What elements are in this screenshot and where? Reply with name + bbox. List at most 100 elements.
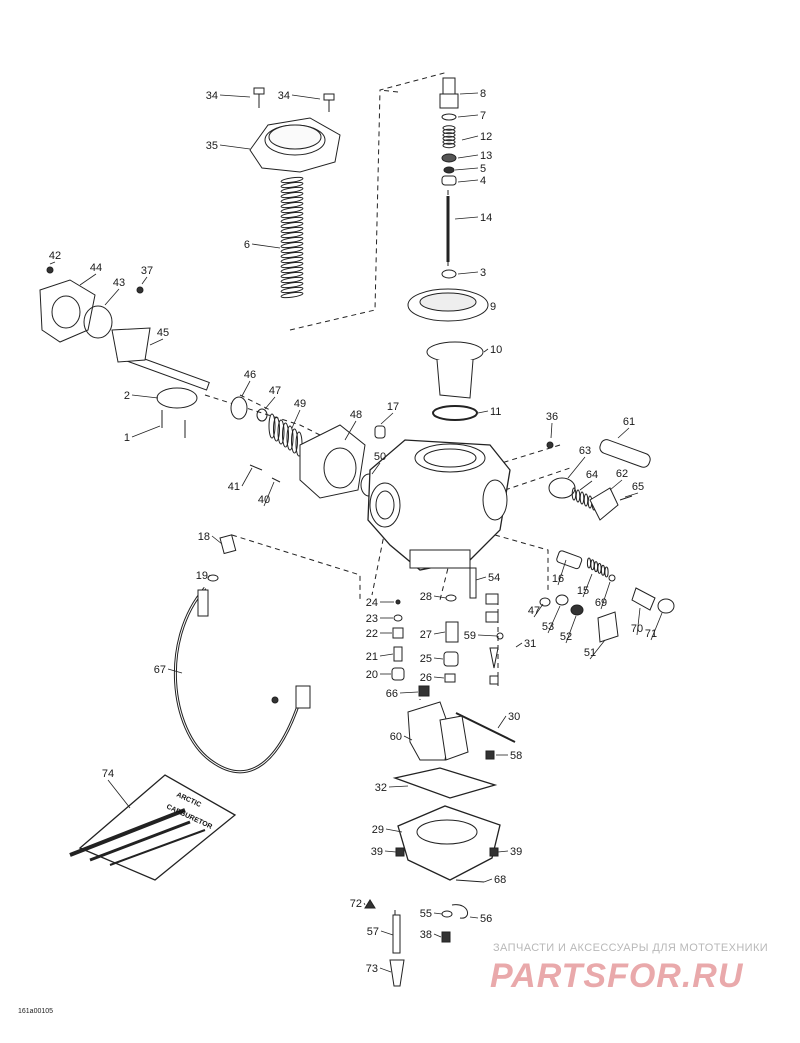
leader-line: [457, 179, 479, 183]
callout-46: 46: [244, 369, 256, 381]
callout-61: 61: [623, 416, 635, 428]
spring-coil: [280, 191, 304, 199]
leader-line: [600, 581, 611, 610]
leader-line: [291, 409, 301, 429]
part-35-cap: [249, 117, 341, 173]
leader-line: [457, 271, 479, 275]
spring-coil: [280, 226, 304, 234]
leader-line: [380, 412, 394, 425]
callout-11: 11: [490, 406, 501, 418]
leader-line: [49, 261, 56, 265]
spring-coil: [280, 186, 304, 194]
callout-44: 44: [90, 262, 102, 274]
callout-52: 52: [560, 631, 572, 643]
callout-3: 3: [480, 267, 486, 279]
spring-coil: [280, 181, 304, 189]
leader-line: [399, 691, 419, 694]
callout-36: 36: [546, 411, 558, 423]
callout-47: 47: [528, 605, 540, 617]
part-41-part-40-screws: [249, 464, 281, 483]
leader-line: [241, 380, 251, 397]
spring-coil: [280, 246, 304, 254]
leader-line: [636, 607, 641, 636]
callout-53: 53: [542, 621, 554, 633]
spring-coil: [280, 211, 304, 219]
part-65-screw: [619, 495, 633, 501]
callout-48: 48: [350, 409, 362, 421]
part-58-screw: [485, 750, 495, 760]
spring-coil: [442, 125, 456, 131]
callout-39: 39: [371, 846, 383, 858]
callout-23: 23: [366, 613, 378, 625]
part-39-screw-right: [489, 847, 499, 857]
leader-line: [219, 144, 251, 150]
leader-line: [104, 288, 120, 306]
callout-leader-lines: [49, 92, 663, 973]
leader-line: [483, 878, 493, 883]
part-29-float-bowl: [397, 805, 501, 881]
callout-30: 30: [508, 711, 520, 723]
callout-26: 26: [420, 672, 432, 684]
part-12-spring: [442, 125, 456, 149]
part-22-spring: [392, 627, 404, 639]
callout-41: 41: [228, 481, 240, 493]
spring-coil: [280, 256, 304, 264]
drawing-code: 161a00105: [18, 1008, 54, 1015]
leader-line: [291, 94, 321, 100]
part-36-screw: [546, 441, 554, 449]
leader-line: [371, 462, 381, 475]
part-16-body: [556, 550, 583, 570]
leader-line: [433, 676, 445, 679]
callout-10: 10: [490, 344, 502, 356]
part-39-screw-left: [395, 847, 405, 857]
spring-coil: [280, 281, 304, 289]
spring-coil: [280, 216, 304, 224]
callout-19: 19: [196, 570, 208, 582]
spring-coil: [600, 564, 606, 576]
leader-line: [433, 912, 443, 915]
spring-coil: [442, 142, 456, 149]
watermark-logo: PARTSFOR.RU: [490, 957, 744, 995]
callout-15: 15: [577, 585, 589, 597]
leader-line: [477, 634, 498, 637]
leader-line: [149, 338, 164, 346]
spring-coil: [604, 566, 609, 578]
callout-14: 14: [480, 212, 492, 224]
spring-coil: [280, 291, 304, 299]
spring-coil: [586, 557, 592, 569]
leader-line: [107, 779, 131, 809]
leader-line: [344, 420, 357, 441]
callout-57: 57: [367, 926, 379, 938]
part-6-spring: [280, 176, 304, 299]
leader-line: [219, 94, 251, 98]
part-8-needle-holder: [439, 77, 459, 109]
callout-21: 21: [366, 651, 378, 663]
leader-line: [363, 902, 366, 906]
part-34-screws: [253, 87, 335, 112]
spring-coil: [280, 276, 304, 284]
callout-67: 67: [154, 664, 166, 676]
callout-71: 71: [645, 628, 657, 640]
part-70-screw: [631, 587, 656, 611]
leader-line: [589, 639, 606, 660]
leader-line: [533, 603, 544, 618]
callout-20: 20: [366, 669, 378, 681]
part-47-washer: [256, 408, 268, 422]
part-9-diaphragm: [407, 288, 489, 322]
part-7-ring: [441, 113, 457, 121]
callout-9: 9: [490, 301, 496, 313]
spring-coil: [280, 231, 304, 239]
leader-line: [475, 576, 487, 581]
leader-line: [557, 559, 567, 586]
part-57-drain-tube: [392, 914, 401, 954]
part-42-screw: [46, 266, 54, 274]
part-27-needle-jet: [445, 621, 459, 643]
part-18-screw: [219, 534, 237, 555]
callout-28: 28: [420, 591, 432, 603]
callout-27: 27: [420, 629, 432, 641]
part-52-nut: [570, 604, 584, 616]
spring-coil: [277, 419, 285, 445]
